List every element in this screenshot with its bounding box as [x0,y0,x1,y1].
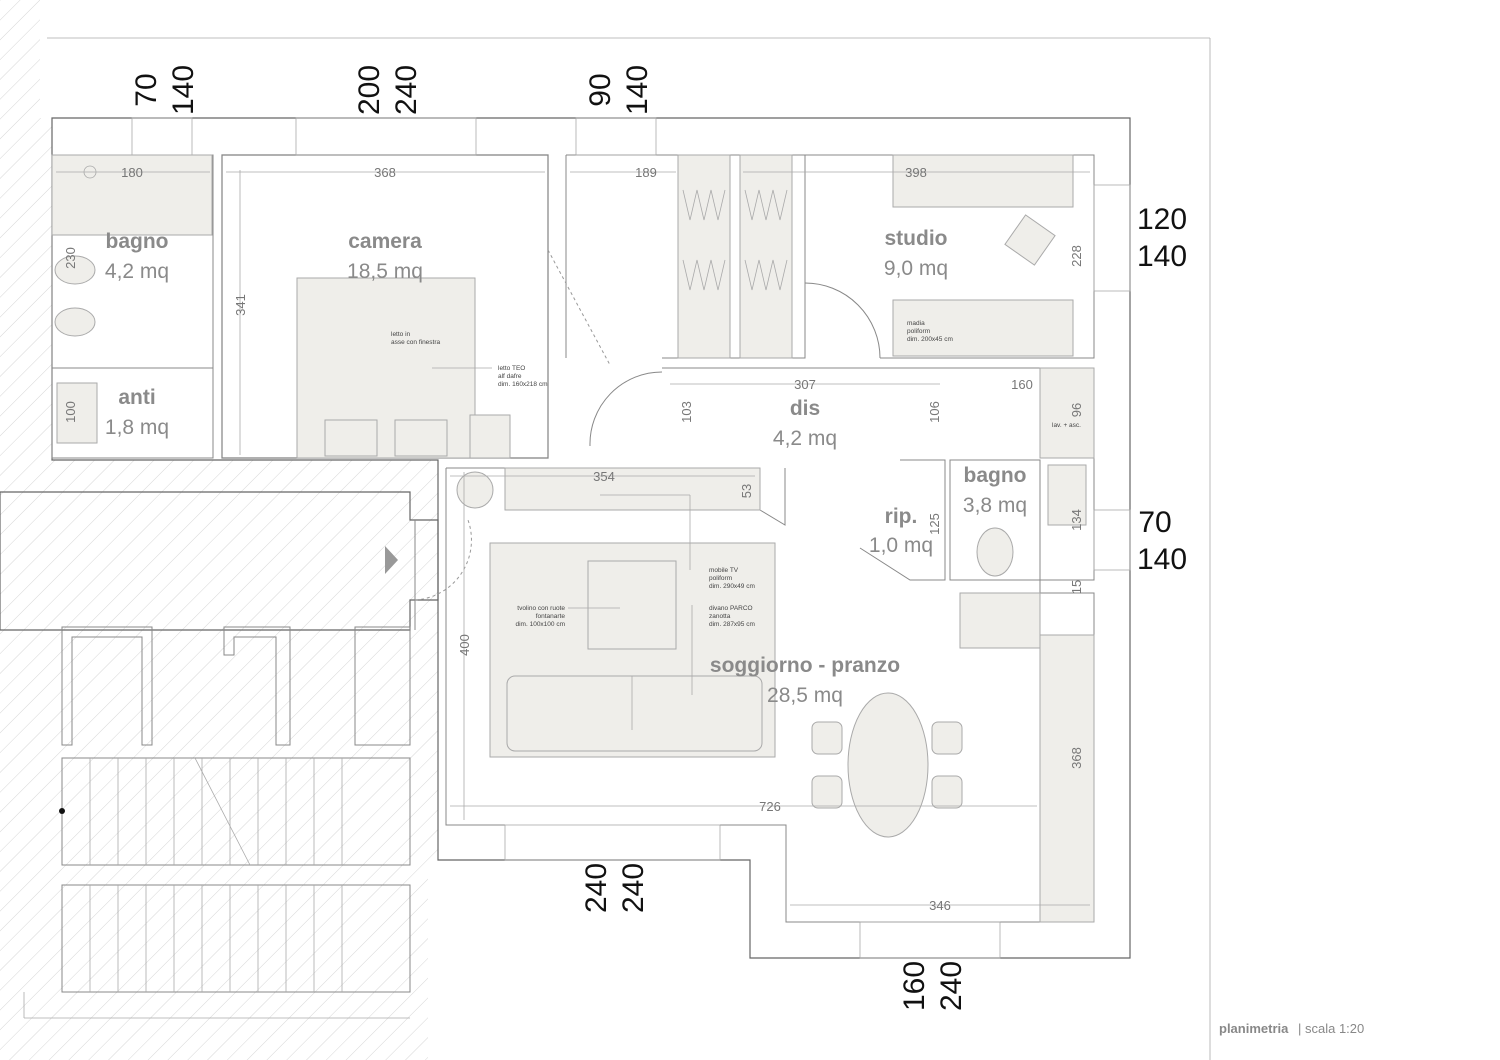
window-height: 140 [167,65,200,115]
room-name: soggiorno - pranzo [710,654,900,677]
dimension-label: 160 [1011,377,1033,392]
note-line: poliform [709,575,732,582]
note-line: dim. 160x218 cm [498,381,548,388]
room-name: dis [790,397,820,420]
dimension-label: 100 [63,401,78,423]
room-area: 4,2 mq [105,260,169,283]
note-line: dim. 100x100 cm [516,621,566,628]
room-labels: bagno 4,2 mq camera 18,5 mq studio 9,0 m… [105,227,1027,707]
window-width: 90 [584,73,617,106]
note-line: dim. 200x45 cm [907,336,953,343]
dimension-label: 106 [927,401,942,423]
dimension-label: 189 [635,165,657,180]
room-name: anti [118,386,155,409]
window-width: 160 [898,961,931,1011]
window-width: 70 [1138,506,1171,539]
note-line: letto in [391,331,411,338]
neighbour-hatch [0,0,438,1060]
window-dimensions: 70 140 200 240 90 140 120 140 70 140 240… [130,65,1187,1011]
dimension-label: 134 [1069,509,1084,531]
window-height: 240 [390,65,423,115]
dining-table [847,692,929,838]
room-name: bagno [106,230,169,253]
room-area: 4,2 mq [773,427,837,450]
window-height: 240 [935,961,968,1011]
wardrobe [677,154,731,359]
room-area: 18,5 mq [347,260,423,283]
window-width: 200 [353,65,386,115]
madia [892,299,1074,357]
room-area: 9,0 mq [884,257,948,280]
wardrobe [739,154,793,359]
tv-cabinet [504,467,761,511]
dimension-label: 15 [1069,580,1084,594]
dimension-label: 228 [1069,245,1084,267]
note-line: dim. 290x49 cm [709,583,755,590]
note-line: fontanarte [536,613,566,620]
dimension-label: 354 [593,469,615,484]
drawing-title: planimetria [1219,1021,1289,1036]
dimension-label: 368 [1069,747,1084,769]
furniture [51,154,1095,923]
window-height: 240 [617,863,650,913]
room-area: 1,8 mq [105,416,169,439]
sheet-frame [47,37,1211,1060]
room-name: bagno [964,464,1027,487]
dimension-label: 53 [739,484,754,498]
note-line: divano PARCO [709,605,753,612]
furniture-notes: letto in asse con finestra letto TEO alf… [391,320,1081,628]
arrow-right-icon [385,546,398,574]
note-line: dim. 287x95 cm [709,621,755,628]
dimension-label: 346 [929,898,951,913]
dimension-label: 341 [233,294,248,316]
note-line: madia [907,320,925,327]
room-name: camera [348,230,422,253]
dimension-label: 400 [457,634,472,656]
title-block: planimetria | scala 1:20 [1219,1021,1364,1036]
dimension-label: 180 [121,165,143,180]
dimension-label: 96 [1069,403,1084,417]
coffee-table [587,560,677,650]
window-width: 120 [1137,203,1187,236]
room-area: 3,8 mq [963,494,1027,517]
dimension-label: 398 [905,165,927,180]
note-line: lav. + asc. [1052,422,1081,429]
room-name: studio [885,227,948,250]
note-line: mobile TV [709,567,739,574]
window-height: 140 [1137,240,1187,273]
window-height: 140 [1137,543,1187,576]
note-line: zanotta [709,613,731,620]
drawing-scale: | scala 1:20 [1298,1021,1364,1036]
desk [892,154,1074,208]
interior-dimensions: 180 368 189 398 230 341 100 228 307 160 … [56,165,1090,913]
note-line: alf dafre [498,373,522,380]
room-area: 1,0 mq [869,534,933,557]
note-line: asse con finestra [391,339,441,346]
dimension-label: 103 [679,401,694,423]
sofa [506,675,763,752]
dimension-label: 125 [927,513,942,535]
kitchen [1039,634,1095,923]
note-line: poliform [907,328,930,335]
note-line: tvolino con ruote [517,605,565,612]
window-height: 140 [621,65,654,115]
room-area: 28,5 mq [767,684,843,707]
note-line: letto TEO [498,365,525,372]
window-width: 240 [580,863,613,913]
dimension-label: 726 [759,799,781,814]
dimension-label: 368 [374,165,396,180]
dimension-label: 230 [63,247,78,269]
dimension-label: 307 [794,377,816,392]
room-name: rip. [885,505,918,528]
window-width: 70 [130,73,163,106]
